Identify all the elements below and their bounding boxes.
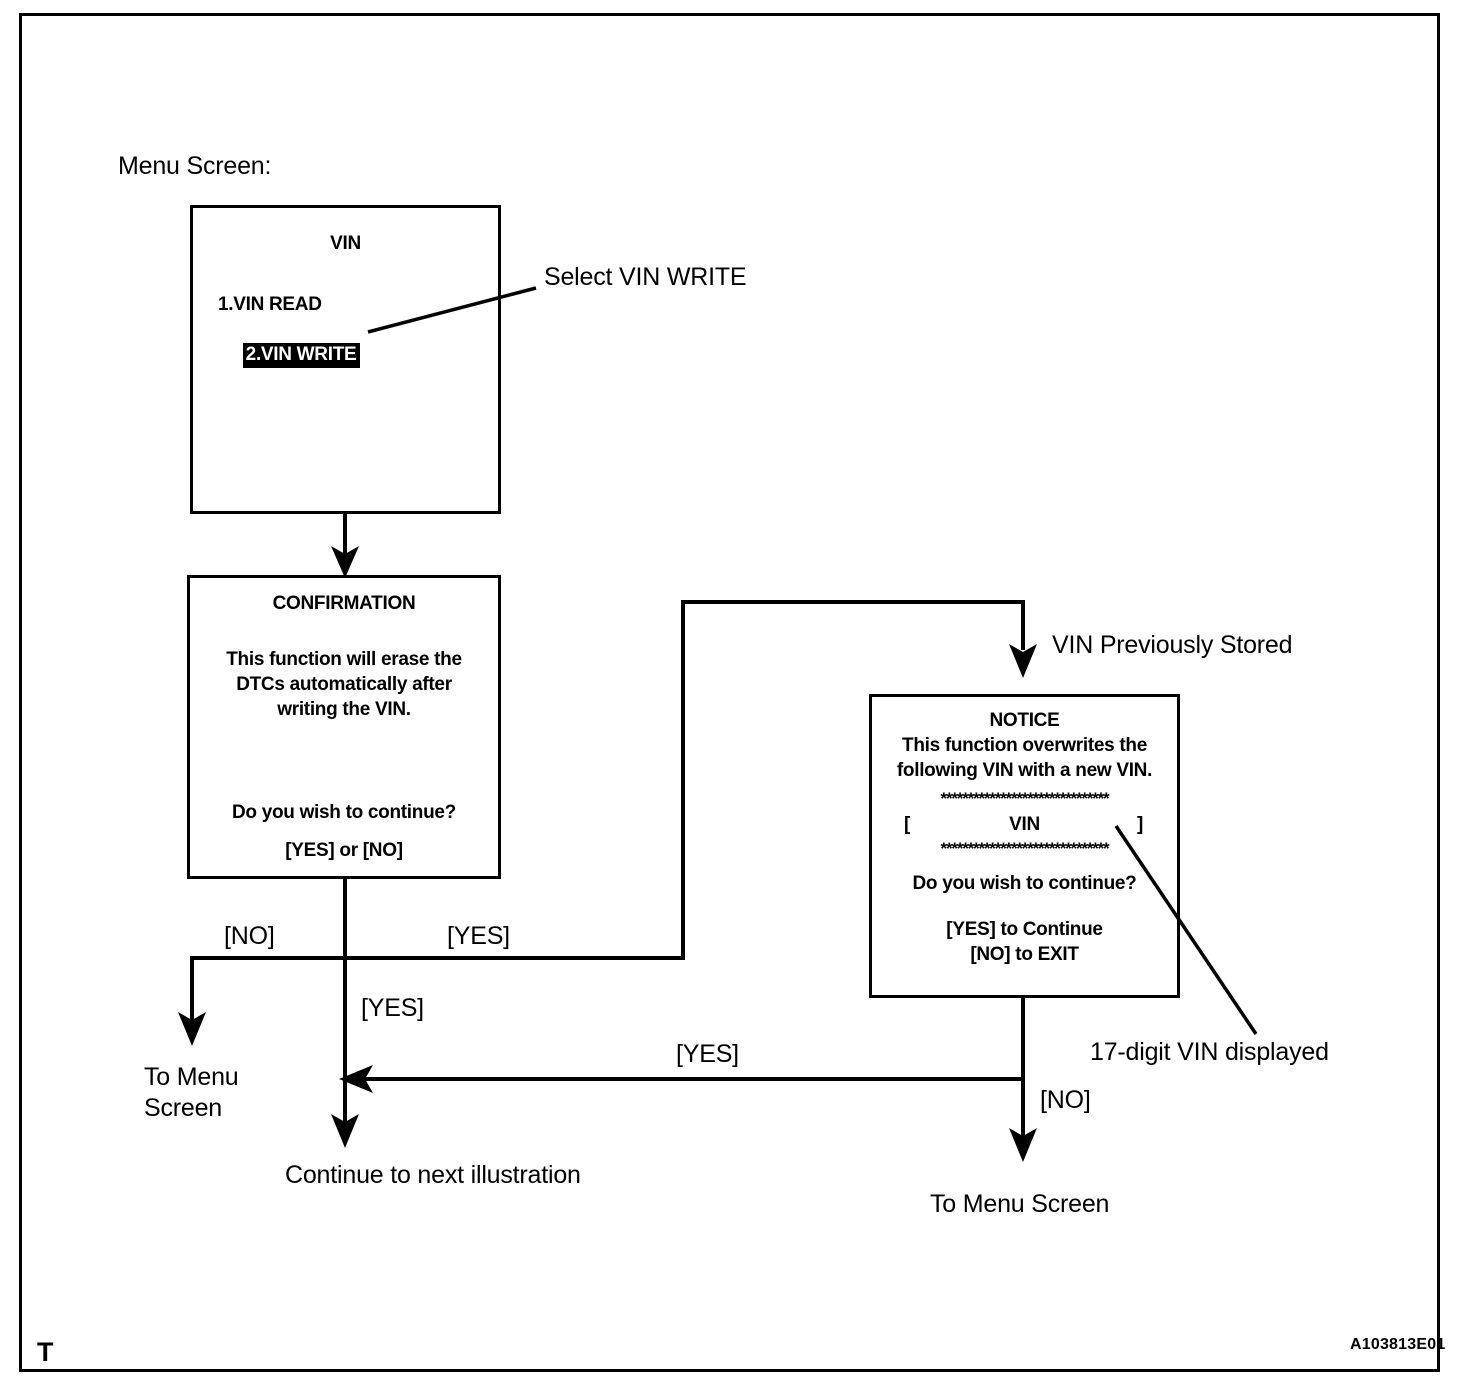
notice-body-line-1: This function overwrites the — [902, 735, 1147, 756]
menu-screen-caption: Menu Screen: — [118, 152, 272, 180]
select-vin-write-label: Select VIN WRITE — [544, 263, 747, 291]
seventeen-digit-vin-label: 17-digit VIN displayed — [1090, 1038, 1329, 1066]
confirmation-body-line-2: DTCs automatically after — [236, 674, 452, 695]
arrowhead-left-yes-return — [339, 1065, 373, 1093]
notice-option-no: [NO] to EXIT — [970, 944, 1079, 965]
terminal-to-menu-screen-right: To Menu Screen — [930, 1190, 1110, 1218]
vin-menu-item-vin-read[interactable]: 1.VIN READ — [218, 294, 322, 315]
flow-label-yes-top: [YES] — [447, 922, 510, 950]
confirmation-screen: CONFIRMATION This function will erase th… — [187, 575, 501, 879]
arrowhead-down-to-menu-screen-left — [178, 1012, 206, 1046]
notice-vin-field-right-bracket: ] — [1137, 814, 1144, 835]
flow-label-yes-return: [YES] — [676, 1040, 739, 1068]
notice-body-line-2: following VIN with a new VIN. — [896, 760, 1153, 781]
notice-title: NOTICE — [989, 710, 1060, 731]
arrowhead-down-to-confirmation — [331, 546, 359, 578]
connector-yes-no-junction-bar — [192, 956, 685, 960]
confirmation-options: [YES] or [NO] — [285, 840, 403, 861]
connector-yes-riser — [681, 602, 685, 958]
terminal-to-menu-screen-left-line-2: Screen — [144, 1094, 223, 1122]
terminal-to-menu-screen-left-line-1: To Menu — [144, 1063, 239, 1091]
arrowhead-down-continue-next — [331, 1114, 359, 1148]
vin-previously-stored-label: VIN Previously Stored — [1052, 631, 1293, 659]
notice-option-yes: [YES] to Continue — [946, 919, 1103, 940]
flow-label-yes-down: [YES] — [361, 994, 424, 1022]
vin-menu-title: VIN — [330, 233, 361, 254]
notice-vin-field-left-bracket: [ — [904, 814, 911, 835]
figure-id-code: A103813E01 — [1350, 1336, 1446, 1353]
notice-separator-bottom: ******************************* — [940, 839, 1110, 858]
connector-confirmation-stem — [343, 879, 347, 1126]
confirmation-question: Do you wish to continue? — [232, 802, 456, 823]
confirmation-body-line-1: This function will erase the — [226, 649, 462, 670]
select-vin-write-leader-line — [367, 286, 537, 334]
page-frame — [19, 13, 1440, 1372]
connector-no-branch-left — [190, 956, 194, 1024]
arrowhead-down-to-notice — [1009, 644, 1037, 678]
connector-yes-return-horizontal — [360, 1077, 1023, 1081]
vin-menu-item-vin-write[interactable]: 2.VIN WRITE — [216, 325, 361, 387]
notice-separator-top: ******************************* — [940, 789, 1110, 808]
vin-menu-item-vin-write-label: 2.VIN WRITE — [242, 343, 361, 369]
connector-vin-to-confirmation — [343, 513, 347, 559]
notice-question: Do you wish to continue? — [912, 873, 1137, 894]
notice-vin-field-value: VIN — [1009, 814, 1040, 835]
terminal-continue-next-illustration: Continue to next illustration — [285, 1161, 581, 1189]
seventeen-digit-vin-leader-line — [1114, 825, 1258, 1035]
connector-notice-stem — [1021, 998, 1025, 1140]
confirmation-body-line-3: writing the VIN. — [277, 699, 411, 720]
connector-yes-drop-to-notice — [1021, 600, 1025, 650]
flow-label-no-right: [NO] — [1040, 1086, 1091, 1114]
corner-mark-t: T — [37, 1337, 54, 1367]
confirmation-title: CONFIRMATION — [272, 593, 416, 614]
vin-menu-screen: VIN 1.VIN READ 2.VIN WRITE — [190, 205, 501, 514]
flow-label-no-left: [NO] — [224, 922, 275, 950]
arrowhead-down-to-menu-screen-right — [1009, 1128, 1037, 1162]
connector-yes-top-horizontal — [681, 600, 1025, 604]
